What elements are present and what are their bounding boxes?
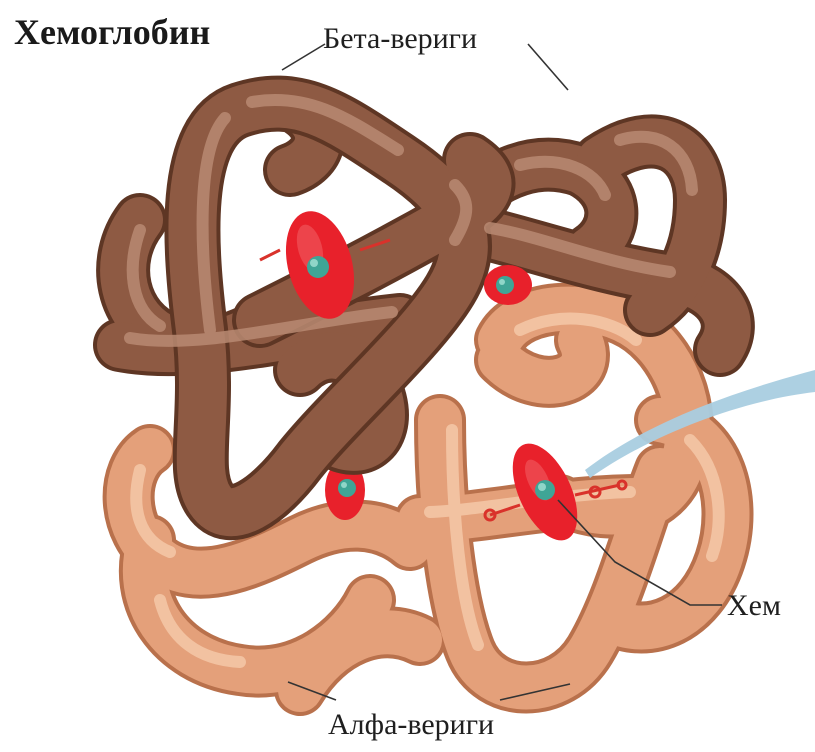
- heme-group-beta-right: [484, 265, 532, 305]
- leader-beta-right: [528, 44, 568, 90]
- diagram-title: Хемоглобин: [14, 12, 210, 52]
- label-beta-chains: Бета-вериги: [323, 22, 477, 55]
- label-heme: Хем: [727, 589, 781, 622]
- label-alpha-chains: Алфа-вериги: [328, 708, 494, 741]
- leader-beta-left: [282, 44, 325, 70]
